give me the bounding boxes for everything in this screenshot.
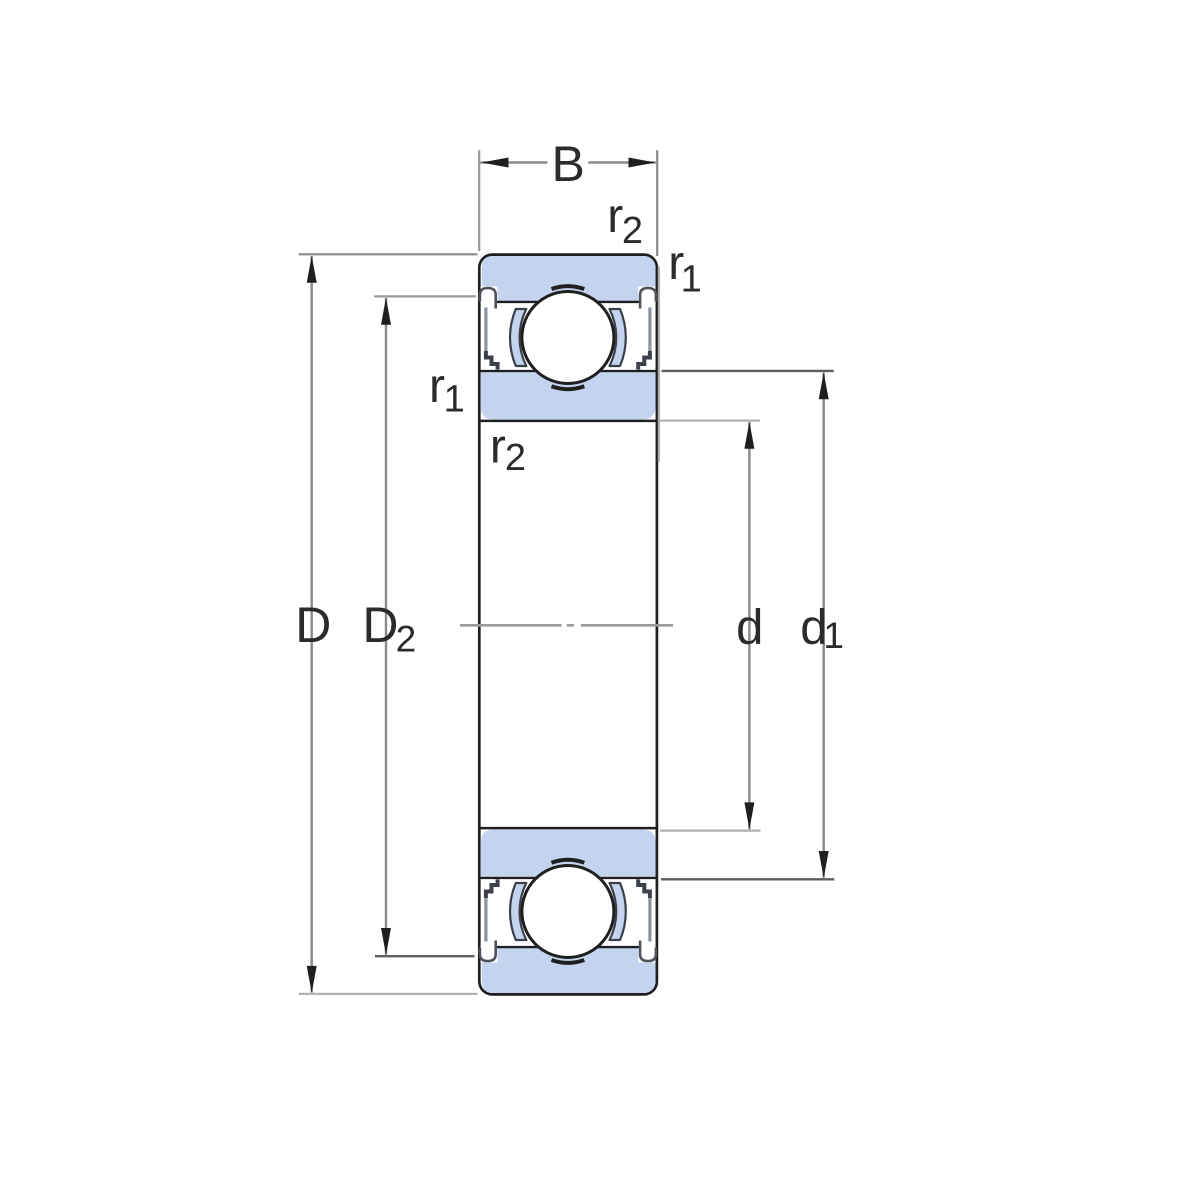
svg-text:1: 1: [823, 615, 844, 656]
svg-text:1: 1: [681, 259, 702, 301]
svg-text:2: 2: [505, 437, 526, 479]
svg-text:B: B: [552, 136, 585, 192]
svg-text:D: D: [362, 597, 398, 653]
svg-text:r: r: [668, 237, 684, 290]
svg-text:1: 1: [444, 379, 465, 421]
svg-text:r: r: [429, 360, 445, 413]
svg-text:2: 2: [622, 210, 643, 252]
svg-text:r: r: [607, 190, 623, 243]
svg-text:D: D: [295, 597, 331, 653]
svg-text:r: r: [490, 420, 506, 473]
svg-text:d: d: [800, 600, 827, 654]
svg-text:d: d: [736, 600, 763, 654]
svg-text:2: 2: [396, 618, 417, 659]
